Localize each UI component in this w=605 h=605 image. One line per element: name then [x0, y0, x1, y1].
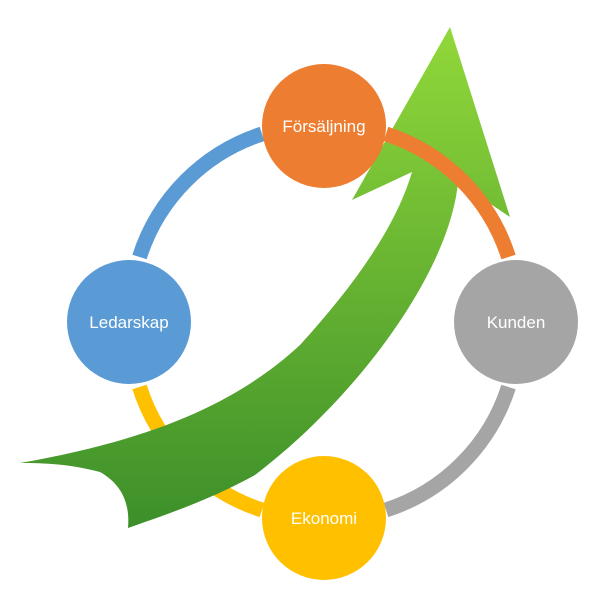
node-ekonomi-circle — [262, 456, 386, 580]
node-forsaljning-label: Försäljning — [282, 117, 365, 136]
node-ledarskap-label: Ledarskap — [89, 313, 168, 332]
node-kunden-label: Kunden — [487, 313, 546, 332]
node-ledarskap: Ledarskap — [67, 260, 191, 384]
node-kunden: Kunden — [454, 260, 578, 384]
arc-kunden-to-ekonomi — [383, 384, 516, 518]
node-forsaljning-circle — [262, 64, 386, 188]
node-ekonomi: Ekonomi — [262, 456, 386, 580]
node-forsaljning: Försäljning — [262, 64, 386, 188]
node-ekonomi-label: Ekonomi — [291, 509, 357, 528]
arc-ledarskap-to-forsaljning — [132, 126, 265, 260]
node-ledarskap-circle — [67, 260, 191, 384]
growth-arrow — [20, 27, 510, 528]
arc-forsaljning-to-kunden — [383, 126, 516, 260]
node-kunden-circle — [454, 260, 578, 384]
